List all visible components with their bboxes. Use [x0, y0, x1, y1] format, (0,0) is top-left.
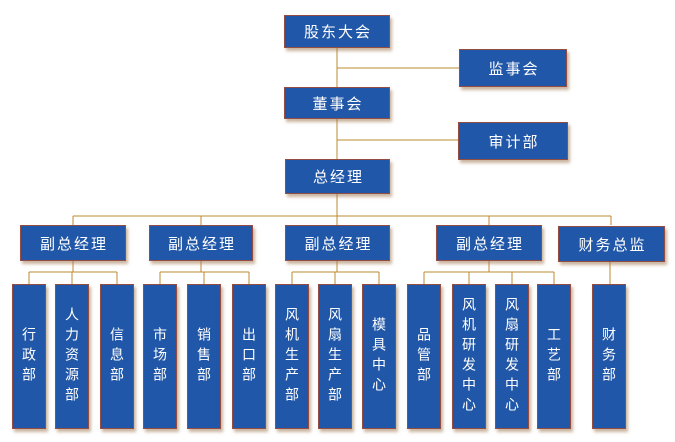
node-label: 风机研发中心	[461, 296, 477, 417]
node-label: 总经理	[312, 169, 364, 186]
node-marketing-dept: 市场部	[143, 284, 177, 429]
node-deputy-gm-4: 副总经理	[436, 225, 542, 261]
node-supervisory-board: 监事会	[459, 49, 567, 87]
node-label: 信息部	[109, 326, 125, 387]
node-export-dept: 出口部	[232, 284, 266, 429]
node-blower-rd-center: 风机研发中心	[452, 284, 486, 429]
node-label: 工艺部	[546, 326, 562, 387]
node-label: 品管部	[416, 326, 432, 387]
node-process-dept: 工艺部	[537, 284, 571, 429]
node-label: 模具中心	[371, 316, 387, 397]
node-label: 风扇生产部	[327, 306, 343, 407]
node-label: 行政部	[21, 326, 37, 387]
node-label: 出口部	[241, 326, 257, 387]
node-deputy-gm-2: 副总经理	[149, 225, 253, 261]
node-fan-production-dept: 风扇生产部	[318, 284, 352, 429]
node-hr-dept: 人力资源部	[55, 284, 89, 429]
node-audit-department: 审计部	[458, 122, 568, 160]
node-label: 监事会	[488, 60, 540, 78]
node-board-of-directors: 董事会	[284, 87, 390, 119]
node-fan-rd-center: 风扇研发中心	[495, 284, 529, 429]
node-label: 副总经理	[304, 235, 373, 253]
node-finance-dept: 财务部	[592, 284, 626, 429]
node-label: 审计部	[488, 133, 540, 151]
node-admin-dept: 行政部	[12, 284, 46, 429]
node-deputy-gm-1: 副总经理	[20, 225, 126, 261]
node-mold-center: 模具中心	[362, 284, 396, 429]
node-sales-dept: 销售部	[187, 284, 221, 429]
node-label: 财务总监	[578, 236, 647, 254]
node-blower-production-dept: 风机生产部	[275, 284, 309, 429]
node-label: 副总经理	[167, 235, 236, 253]
node-label: 销售部	[196, 326, 212, 387]
node-label: 股东大会	[303, 24, 372, 41]
node-label: 风机生产部	[284, 306, 300, 407]
node-label: 副总经理	[455, 235, 524, 253]
node-quality-dept: 品管部	[407, 284, 441, 429]
node-label: 副总经理	[39, 235, 108, 253]
node-label: 风扇研发中心	[504, 296, 520, 417]
node-general-manager: 总经理	[285, 159, 390, 194]
node-shareholders-meeting: 股东大会	[284, 15, 390, 48]
node-finance-director: 财务总监	[558, 226, 665, 262]
node-label: 财务部	[601, 326, 617, 387]
node-label: 市场部	[152, 326, 168, 387]
node-info-dept: 信息部	[100, 284, 134, 429]
node-label: 人力资源部	[64, 306, 80, 407]
node-deputy-gm-3: 副总经理	[285, 225, 390, 261]
node-label: 董事会	[312, 95, 364, 113]
